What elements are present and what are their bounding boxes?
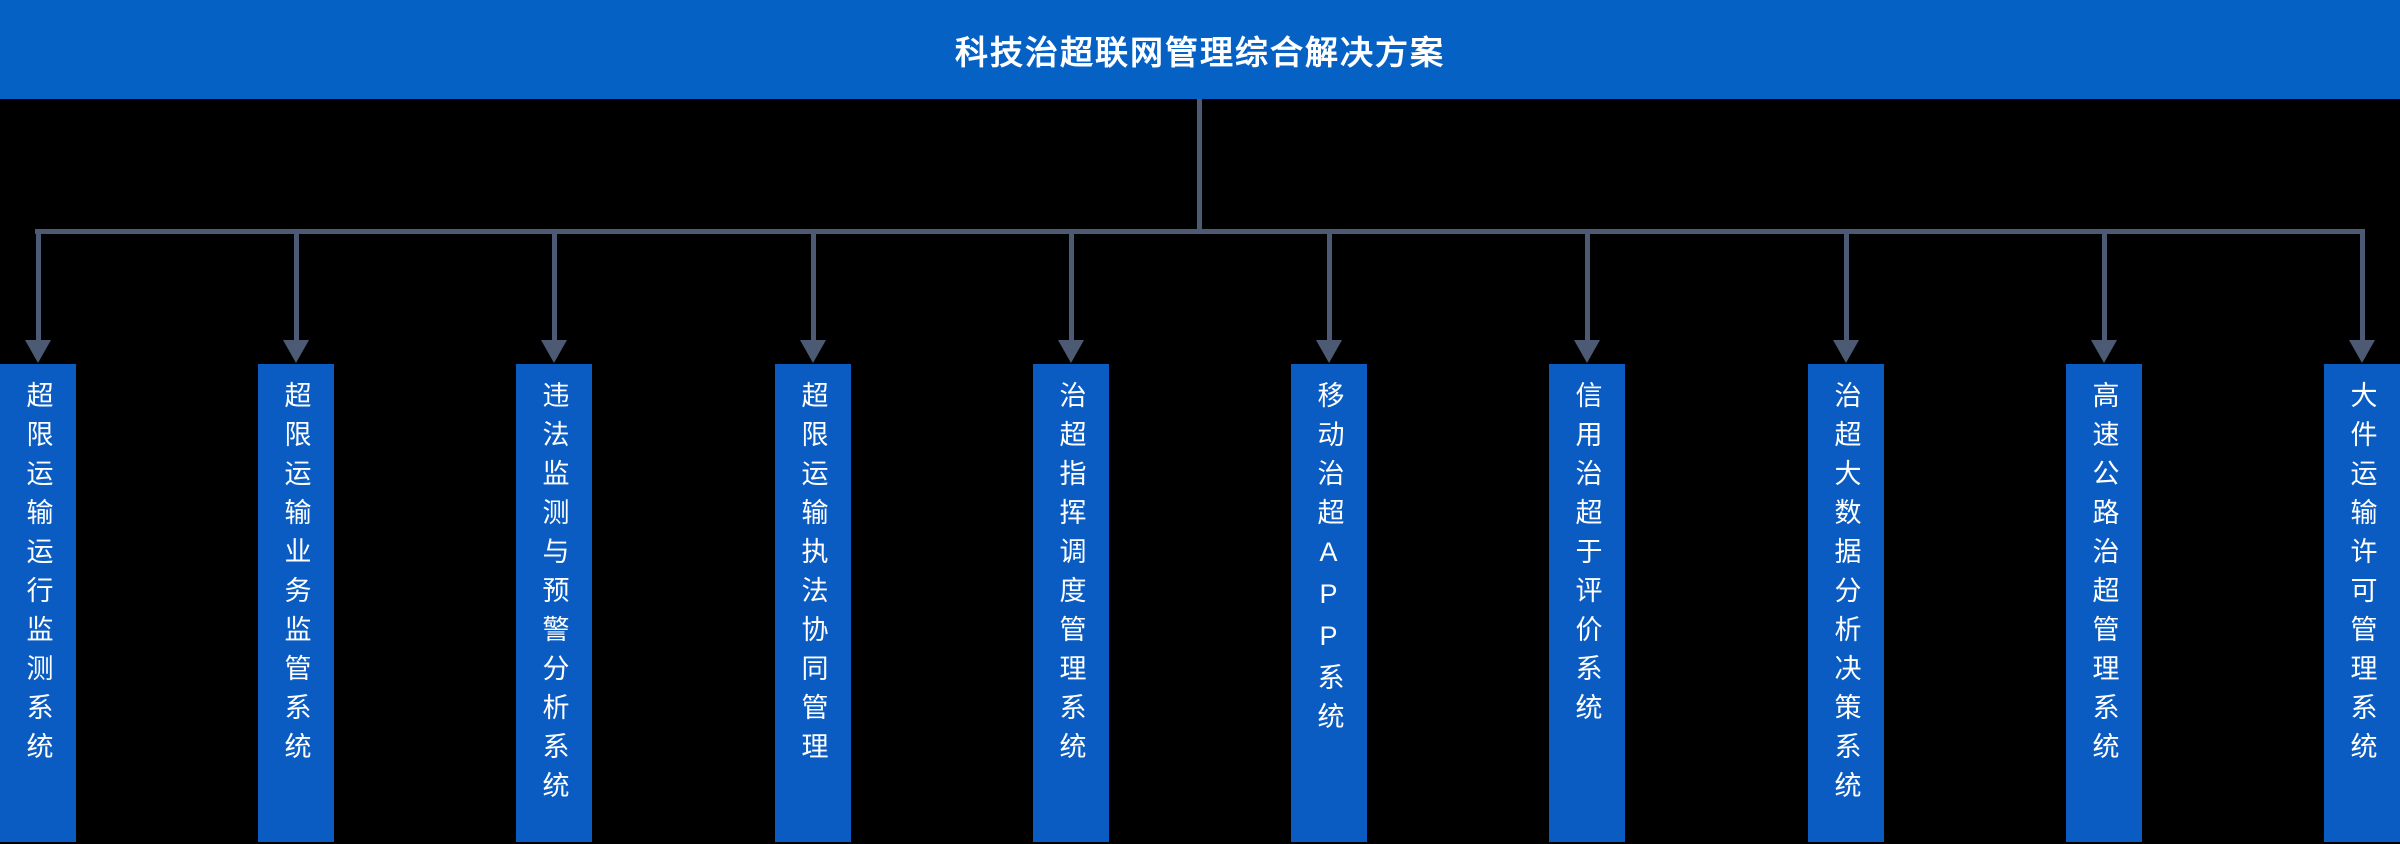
chart-node: 治超指挥调度管理系统 <box>1033 364 1109 842</box>
node-label: 治超指挥调度管理系统 <box>1055 381 1086 771</box>
arrow-down-icon <box>2091 340 2117 363</box>
connector-drop-line <box>1327 231 1332 340</box>
connector-rail <box>35 229 2365 234</box>
connector-drop-line <box>2360 231 2365 340</box>
node-label: 信用治超于评价系统 <box>1571 381 1602 732</box>
arrow-down-icon <box>541 340 567 363</box>
chart-node: 违法监测与预警分析系统 <box>516 364 592 842</box>
chart-node: 信用治超于评价系统 <box>1549 364 1625 842</box>
connector-drop-line <box>811 231 816 340</box>
node-label: 超限运输运行监测系统 <box>22 381 53 771</box>
connector-drop-line <box>294 231 299 340</box>
node-label: 高速公路治超管理系统 <box>2088 381 2119 771</box>
node-label: 超限运输执法协同管理 <box>797 381 828 771</box>
node-label: 超限运输业务监管系统 <box>280 381 311 771</box>
arrow-down-icon <box>1316 340 1342 363</box>
node-label: 违法监测与预警分析系统 <box>538 381 569 810</box>
chart-node: 大件运输许可管理系统 <box>2324 364 2400 842</box>
node-label: 治超大数据分析决策系统 <box>1830 381 1861 810</box>
connector-drop-line <box>1069 231 1074 340</box>
connector-stem <box>1197 99 1202 234</box>
connector-drop-line <box>36 231 41 340</box>
chart-node: 治超大数据分析决策系统 <box>1808 364 1884 842</box>
connector-drop-line <box>552 231 557 340</box>
arrow-down-icon <box>1833 340 1859 363</box>
chart-node: 超限运输执法协同管理 <box>775 364 851 842</box>
arrow-down-icon <box>2349 340 2375 363</box>
chart-node: 超限运输运行监测系统 <box>0 364 76 842</box>
page-title: 科技治超联网管理综合解决方案 <box>955 33 1445 71</box>
arrow-down-icon <box>1058 340 1084 363</box>
arrow-down-icon <box>800 340 826 363</box>
node-label: 移动治超APP系统 <box>1313 381 1344 741</box>
connector-drop-line <box>1585 231 1590 340</box>
chart-node: 超限运输业务监管系统 <box>258 364 334 842</box>
arrow-down-icon <box>1574 340 1600 363</box>
node-label: 大件运输许可管理系统 <box>2346 381 2377 771</box>
arrow-down-icon <box>283 340 309 363</box>
connector-drop-line <box>1844 231 1849 340</box>
chart-node: 移动治超APP系统 <box>1291 364 1367 842</box>
chart-node: 高速公路治超管理系统 <box>2066 364 2142 842</box>
connector-drop-line <box>2102 231 2107 340</box>
root-node-header: 科技治超联网管理综合解决方案 <box>0 0 2400 99</box>
arrow-down-icon <box>25 340 51 363</box>
